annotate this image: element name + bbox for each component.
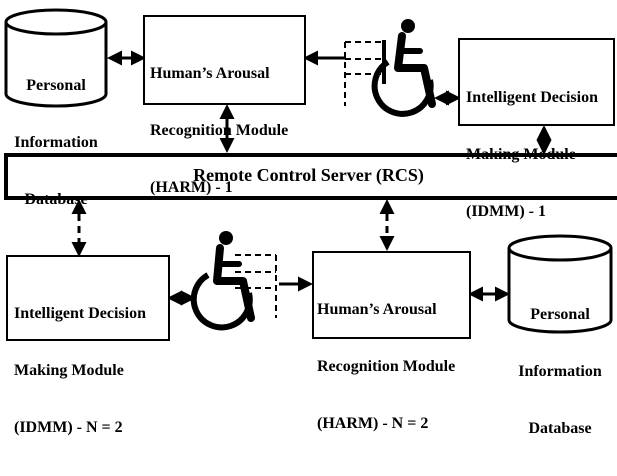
rcs-bar xyxy=(4,153,617,200)
harm-1-box xyxy=(143,15,306,105)
top-database-label: Personal Information Database xyxy=(14,77,98,208)
bottom-wheelchair-icon xyxy=(190,231,277,331)
top-database-icon xyxy=(4,8,108,108)
idmm-n-box xyxy=(6,255,170,341)
harm-1-label: Human’s Arousal Recognition Module (HARM… xyxy=(150,65,289,196)
system-architecture-diagram: Personal Information Database Human’s Ar… xyxy=(4,8,617,437)
harm-n-box xyxy=(312,251,471,339)
harm-n-label: Human’s Arousal Recognition Module (HARM… xyxy=(317,301,456,432)
diagram-graphics xyxy=(4,8,617,334)
top-wheelchair-icon xyxy=(344,19,436,117)
bottom-database-label: Personal Information Database xyxy=(518,306,602,437)
rcs-label: Remote Control Server (RCS) xyxy=(193,165,424,185)
idmm-1-box xyxy=(458,38,615,126)
idmm-1-label: Intelligent Decision Making Module (IDMM… xyxy=(466,89,598,220)
bottom-database-icon xyxy=(507,234,613,334)
idmm-n-label: Intelligent Decision Making Module (IDMM… xyxy=(14,305,146,436)
